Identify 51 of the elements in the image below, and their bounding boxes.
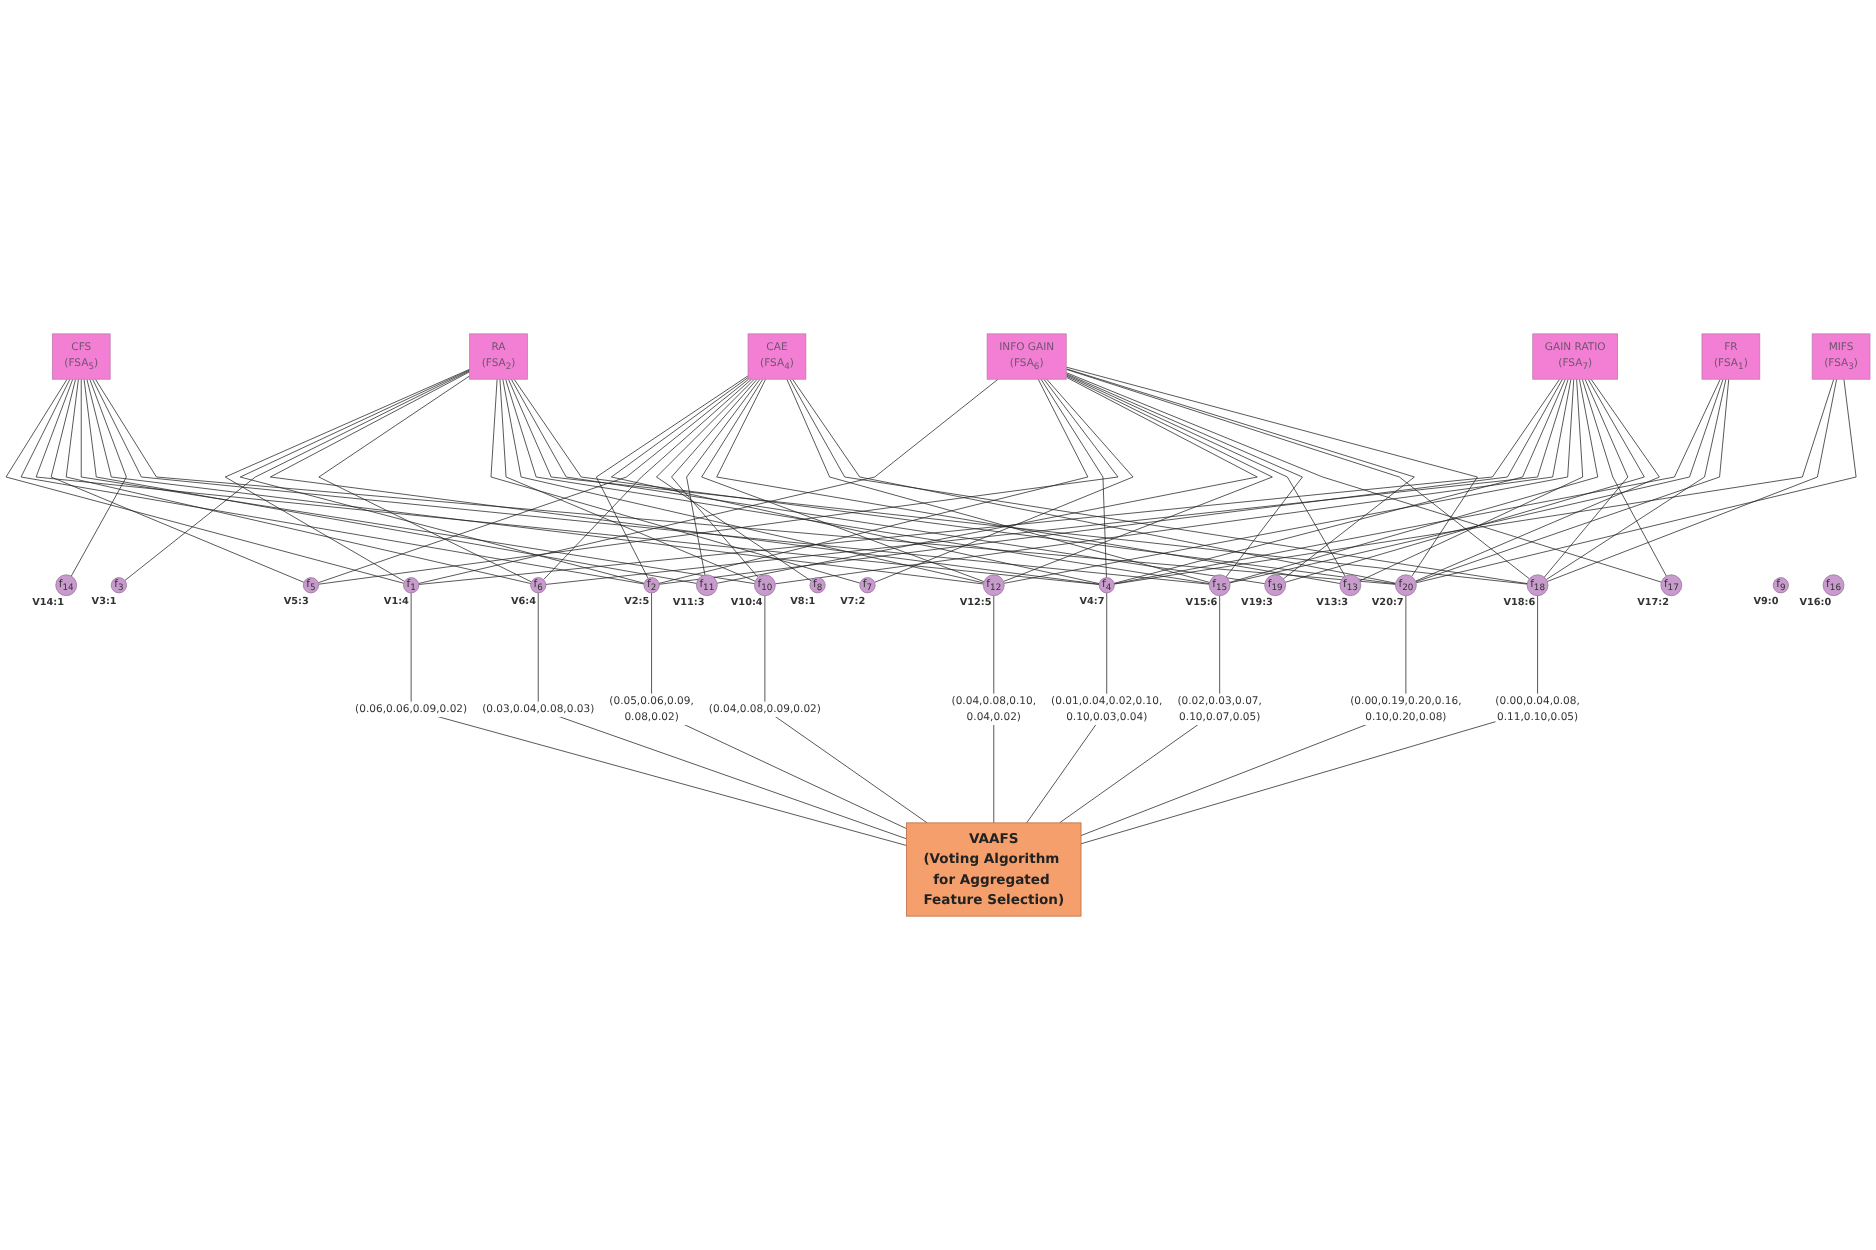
connector xyxy=(70,378,127,577)
connector xyxy=(792,378,1396,584)
connector xyxy=(1113,378,1721,585)
connector xyxy=(418,378,999,584)
connector xyxy=(764,595,928,824)
connector xyxy=(317,378,749,584)
connector xyxy=(502,378,984,584)
connector xyxy=(1359,378,1584,582)
connector xyxy=(65,378,532,584)
connector xyxy=(1546,378,1837,582)
connector xyxy=(20,378,645,585)
connector xyxy=(656,378,812,582)
connector xyxy=(239,369,645,584)
connector xyxy=(1284,378,1645,583)
connector xyxy=(671,378,759,578)
connector xyxy=(318,375,532,583)
connector xyxy=(499,378,756,582)
connector xyxy=(1229,378,1599,583)
connector xyxy=(786,378,1210,583)
connector xyxy=(1003,378,1575,584)
connector xyxy=(1415,378,1857,584)
connector xyxy=(410,592,907,846)
connector xyxy=(1003,375,1273,582)
connector xyxy=(1543,378,1629,578)
connector xyxy=(1229,378,1724,584)
connector xyxy=(1113,378,1566,584)
connector xyxy=(701,378,985,582)
connector xyxy=(5,378,405,584)
connector xyxy=(1040,378,1107,578)
connector xyxy=(490,378,861,584)
connector xyxy=(224,368,470,582)
connector xyxy=(1415,378,1730,583)
connector xyxy=(1065,374,1346,577)
connector xyxy=(1415,378,1660,582)
connector xyxy=(50,378,305,583)
connector xyxy=(124,370,470,581)
connector xyxy=(1080,595,1407,836)
connector xyxy=(1065,368,1415,580)
connector xyxy=(1080,595,1538,845)
connector xyxy=(1065,373,1303,578)
connector xyxy=(537,592,907,840)
connector xyxy=(1113,378,1835,585)
connector xyxy=(1065,372,1662,583)
connector xyxy=(595,375,749,579)
connector xyxy=(1545,378,1727,580)
connector xyxy=(874,378,1134,583)
connector xyxy=(86,378,984,585)
connector xyxy=(543,378,752,581)
connector xyxy=(1581,378,1667,577)
connector xyxy=(686,378,761,576)
connector xyxy=(651,592,907,830)
